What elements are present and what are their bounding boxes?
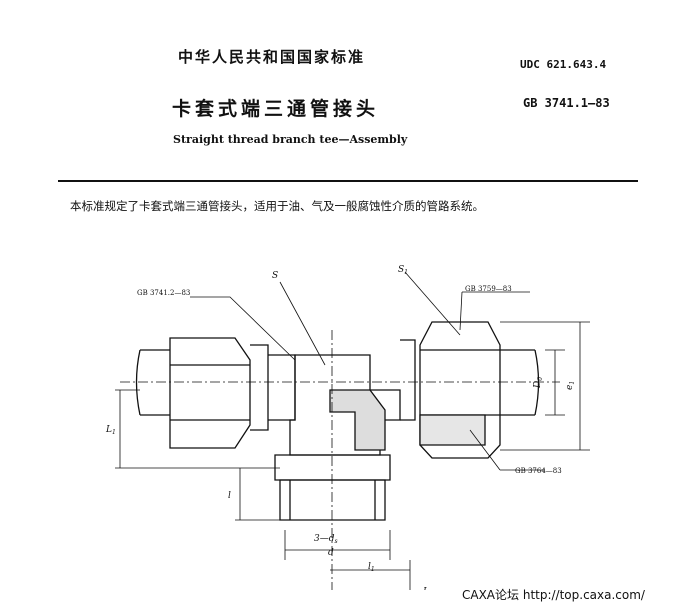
left-hex-nut (169, 337, 251, 449)
label-s1: S1 (398, 265, 408, 276)
label-gb-right-bottom: GB 3764—83 (515, 467, 562, 475)
label-l1-bottom: l1 (368, 562, 375, 573)
technical-drawing: S GB 3741.2—83 S1 GB 3759—83 GB 3764—83 … (105, 265, 590, 590)
watermark: CAXA论坛 http://top.caxa.com/ (462, 588, 645, 602)
right-hex-nut (419, 321, 501, 459)
left-pipe (140, 349, 170, 416)
document-title-en: Straight thread branch tee—Assembly (173, 133, 408, 146)
bottom-nut (274, 454, 391, 481)
header-rule (58, 180, 638, 182)
label-s: S (272, 271, 278, 281)
document-title-cn: 卡套式端三通管接头 (172, 98, 380, 120)
label-thread: 3—ds (314, 534, 338, 545)
label-l1-left: L1 (105, 425, 116, 436)
label-l: l (228, 491, 231, 501)
label-d: d (328, 548, 334, 558)
label-d0: D0 (533, 377, 544, 389)
standard-title: 中华人民共和国国家标准 (178, 48, 366, 66)
udc-code: UDC 621.643.4 (520, 58, 607, 71)
label-gb-left: GB 3741.2—83 (137, 289, 190, 297)
right-pipe (500, 349, 535, 416)
label-gb-right-top: GB 3759—83 (465, 285, 512, 293)
label-big-l: L (422, 587, 429, 590)
intro-paragraph: 本标准规定了卡套式端三通管接头，适用于油、气及一般腐蚀性介质的管路系统。 (70, 199, 484, 213)
gb-code: GB 3741.1—83 (523, 96, 610, 110)
label-e1: e1 (565, 381, 576, 390)
